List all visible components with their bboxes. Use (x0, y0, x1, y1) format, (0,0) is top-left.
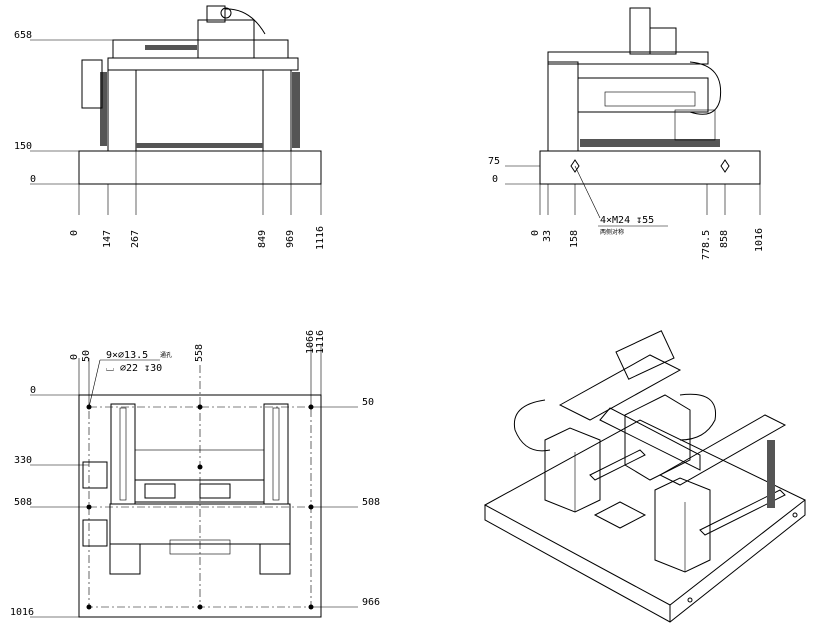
iso-opening (593, 501, 647, 529)
front-top-beam (112, 39, 289, 59)
front-base-plate (78, 150, 322, 185)
front-pulley-icon (220, 7, 232, 19)
top-carriage-right (199, 483, 231, 499)
front-bottom-rack (136, 143, 263, 148)
iso-cross-gantry (599, 407, 701, 471)
top-lower-assembly (109, 503, 291, 545)
iso-left-column (544, 427, 601, 513)
side-dim-x858: 858 (719, 230, 730, 248)
iso-left-cable-loop (513, 399, 551, 452)
front-left-chain (100, 72, 107, 146)
top-hole-note-tag: 通孔 (160, 351, 172, 359)
side-dim-x1016: 1016 (754, 228, 765, 252)
front-right-chain (292, 72, 300, 148)
top-lower-left-block (109, 543, 141, 575)
top-left-module-lower (82, 519, 108, 547)
top-dim-y0: 0 (30, 385, 36, 396)
side-note-sym: 两侧对称 (600, 228, 624, 236)
front-dim-x969: 969 (285, 230, 296, 248)
side-cable-loop (689, 61, 722, 115)
side-marker-left-icon (570, 159, 580, 173)
front-view: 658 150 0 0 147 267 849 969 1116 (14, 5, 326, 250)
front-dim-x0: 0 (69, 230, 80, 236)
front-dim-658: 658 (14, 30, 32, 41)
top-base-plate (78, 394, 322, 618)
side-drive (604, 91, 696, 107)
front-right-column (262, 69, 292, 152)
front-dim-x147: 147 (102, 230, 113, 248)
top-dim-r50: 50 (362, 397, 374, 408)
side-view: 75 0 4×M24 ↧55 两侧对称 0 33 158 778.5 858 1… (488, 7, 765, 260)
top-carriage-left (144, 483, 176, 499)
side-beam (577, 77, 709, 113)
side-rack (580, 139, 720, 147)
iso-motor-top (615, 330, 675, 380)
top-dim-x0: 0 (69, 354, 80, 360)
front-rack (145, 45, 197, 50)
top-hole-note-2: ⌴ ⌀22 ↧30 (106, 363, 162, 374)
top-view: 9×⌀13.5 通孔 ⌴ ⌀22 ↧30 0 50 558 1066 1116 … (10, 330, 380, 618)
iso-floor-rail-2 (699, 489, 786, 536)
iso-right-cable-loop (679, 393, 717, 441)
front-crossbar (107, 57, 299, 71)
side-column (547, 61, 579, 152)
front-dim-x1116: 1116 (315, 226, 326, 250)
hole-icon (687, 597, 693, 603)
front-dim-0: 0 (30, 174, 36, 185)
side-dim-x0: 0 (530, 230, 541, 236)
front-left-column (107, 69, 137, 152)
top-dim-x1116: 1116 (315, 330, 326, 354)
top-right-rail (263, 403, 289, 505)
top-dim-y508: 508 (14, 497, 32, 508)
front-dim-150: 150 (14, 141, 32, 152)
hole-icon (197, 464, 203, 470)
top-dim-r508: 508 (362, 497, 380, 508)
side-dim-x778: 778.5 (701, 230, 712, 260)
top-lower-right-block (259, 543, 291, 575)
hole-icon (197, 604, 203, 610)
iso-base-top (483, 419, 806, 606)
hole-icon (792, 512, 798, 518)
top-left-rail (110, 403, 136, 505)
top-dim-x1066: 1066 (305, 330, 316, 354)
hole-icon (86, 604, 92, 610)
front-dim-x849: 849 (257, 230, 268, 248)
hole-icon (197, 404, 203, 410)
top-dim-x50: 50 (81, 350, 92, 362)
isometric-view (483, 330, 806, 623)
top-dim-y1016: 1016 (10, 607, 34, 618)
iso-floor-rail-1 (589, 449, 646, 481)
iso-top-beam-left (558, 354, 682, 421)
iso-right-column (654, 477, 711, 573)
iso-chain-right (767, 440, 775, 508)
front-motor (206, 5, 226, 23)
front-dim-x267: 267 (130, 230, 141, 248)
top-dim-r966: 966 (362, 597, 380, 608)
front-carriage (197, 19, 255, 59)
top-dim-x558: 558 (194, 344, 205, 362)
side-support (674, 109, 716, 141)
side-top-rail (547, 51, 709, 65)
side-motor (629, 7, 651, 55)
side-dim-x158: 158 (569, 230, 580, 248)
front-motor-box (81, 59, 103, 109)
top-left-module-upper (82, 461, 108, 489)
side-note-thread: 4×M24 ↧55 (600, 215, 654, 226)
side-dim-0: 0 (492, 174, 498, 185)
side-dim-x33: 33 (542, 230, 553, 242)
iso-base-side (484, 500, 806, 623)
side-dim-75: 75 (488, 156, 500, 167)
top-dim-y330: 330 (14, 455, 32, 466)
front-inner-frame (135, 69, 264, 145)
top-hole-note: 9×⌀13.5 (106, 350, 148, 361)
iso-top-beam-right (658, 414, 787, 486)
side-marker-right-icon (720, 159, 730, 173)
side-base-plate (539, 150, 761, 185)
side-carriage (649, 27, 677, 55)
